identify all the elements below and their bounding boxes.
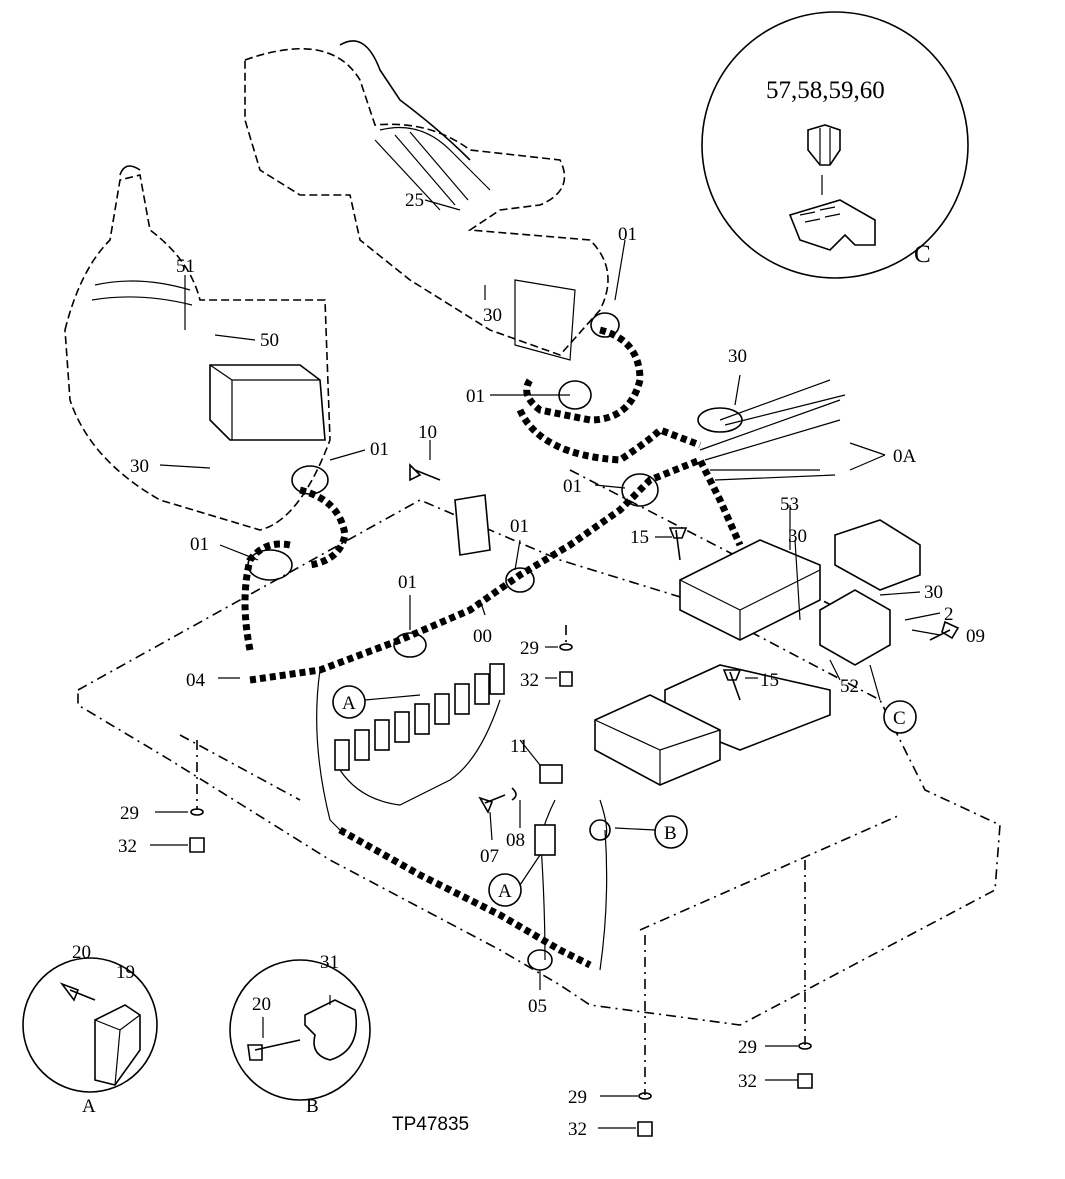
callout-29: 29 bbox=[120, 803, 139, 824]
left-console bbox=[64, 165, 331, 531]
callout-04: 04 bbox=[186, 670, 206, 691]
callout-0a: 0A bbox=[893, 446, 917, 467]
marker-a-relay: A bbox=[342, 693, 356, 714]
detail-c-marker: C bbox=[914, 241, 931, 268]
callout-2: 2 bbox=[944, 604, 954, 625]
callout-01: 01 bbox=[510, 516, 529, 537]
marker-c-fuse: C bbox=[893, 708, 906, 729]
callout-32: 32 bbox=[118, 836, 137, 857]
fasteners bbox=[189, 463, 960, 1137]
callout-01: 01 bbox=[618, 224, 637, 245]
callout-29: 29 bbox=[568, 1087, 587, 1108]
callout-50: 50 bbox=[260, 330, 279, 351]
detail-a-part-19: 19 bbox=[116, 962, 135, 983]
callout-01: 01 bbox=[398, 572, 417, 593]
detail-a bbox=[22, 957, 158, 1093]
callout-07: 07 bbox=[480, 846, 499, 867]
callout-09: 09 bbox=[966, 626, 985, 647]
callout-00: 00 bbox=[473, 626, 492, 647]
leader-lines bbox=[150, 199, 941, 1129]
detail-b-part-20: 20 bbox=[252, 994, 271, 1015]
callout-32: 32 bbox=[520, 670, 539, 691]
callout-29: 29 bbox=[738, 1037, 757, 1058]
callout-08: 08 bbox=[506, 830, 525, 851]
control-units bbox=[454, 494, 921, 786]
callout-25: 25 bbox=[405, 190, 424, 211]
callout-labels: 25 01 30 51 50 01 30 10 01 30 0A 01 53 0… bbox=[118, 190, 985, 1140]
callout-15: 15 bbox=[760, 670, 779, 691]
callout-01: 01 bbox=[190, 534, 209, 555]
callout-32: 32 bbox=[738, 1071, 757, 1092]
callout-01: 01 bbox=[466, 386, 485, 407]
clamps bbox=[247, 312, 743, 971]
callout-32: 32 bbox=[568, 1119, 587, 1140]
callout-30: 30 bbox=[788, 526, 807, 547]
detail-b bbox=[229, 959, 371, 1101]
detail-b-marker: B bbox=[306, 1096, 319, 1117]
detail-b-part-31: 31 bbox=[320, 952, 339, 973]
callout-51: 51 bbox=[176, 256, 195, 277]
callout-30: 30 bbox=[130, 456, 149, 477]
marker-circles bbox=[332, 685, 917, 907]
callout-30: 30 bbox=[924, 582, 943, 603]
detail-labels: 57,58,59,60 C 20 19 A 20 31 B bbox=[72, 77, 931, 1117]
callout-30: 30 bbox=[728, 346, 747, 367]
right-console bbox=[244, 40, 609, 361]
callout-53: 53 bbox=[780, 494, 799, 515]
detail-c-parts-label: 57,58,59,60 bbox=[766, 77, 885, 104]
callout-11: 11 bbox=[510, 736, 528, 757]
marker-b: B bbox=[664, 823, 677, 844]
callout-01: 01 bbox=[370, 439, 389, 460]
detail-c bbox=[701, 11, 969, 279]
figure-id: TP47835 bbox=[392, 1114, 469, 1135]
callout-01: 01 bbox=[563, 476, 582, 497]
marker-a-lower: A bbox=[498, 881, 512, 902]
detail-a-marker: A bbox=[82, 1096, 96, 1117]
detail-a-part-20: 20 bbox=[72, 942, 91, 963]
callout-52: 52 bbox=[840, 676, 859, 697]
callout-15: 15 bbox=[630, 527, 649, 548]
callout-29: 29 bbox=[520, 638, 539, 659]
callout-30: 30 bbox=[483, 305, 502, 326]
wire-harness bbox=[241, 326, 846, 971]
relay-group bbox=[334, 663, 563, 856]
callout-05: 05 bbox=[528, 996, 547, 1017]
callout-10: 10 bbox=[418, 422, 437, 443]
